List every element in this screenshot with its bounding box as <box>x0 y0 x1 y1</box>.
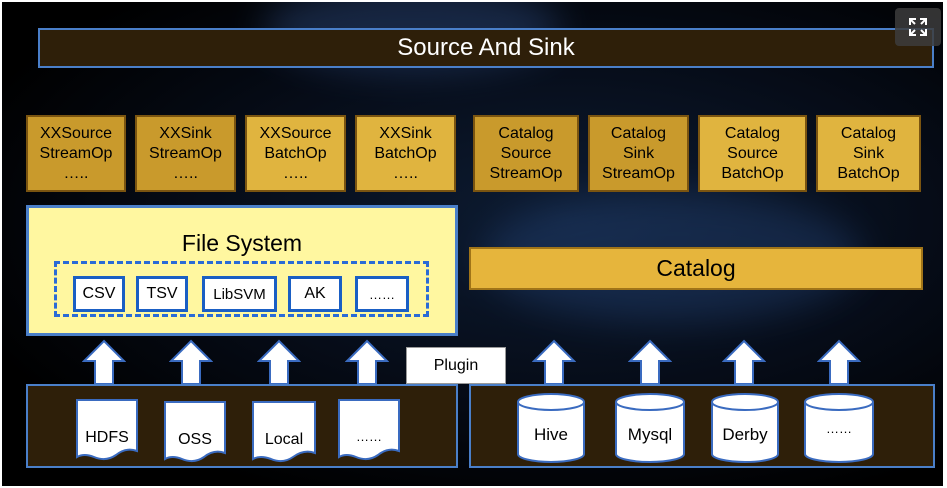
op-line: ….. <box>283 164 308 182</box>
database-more: …… <box>803 392 875 464</box>
database-derby: Derby <box>710 392 780 464</box>
op-line: XXSink <box>159 124 212 142</box>
op-box-catalog-source-streamop: Catalog Source StreamOp <box>473 115 579 192</box>
document-icon <box>164 401 226 463</box>
database-icon <box>517 393 585 463</box>
op-box-xxsink-streamop: XXSink StreamOp ….. <box>135 115 236 192</box>
catalog-label: Catalog <box>656 255 736 281</box>
op-line: XXSource <box>259 124 332 142</box>
database-label: Hive <box>533 425 568 444</box>
expand-icon <box>909 18 927 36</box>
op-line: Source <box>500 144 552 162</box>
arrow-up-icon <box>722 339 766 385</box>
op-line: StreamOp <box>149 144 222 162</box>
op-line: BatchOp <box>264 144 327 162</box>
storage-hdfs: HDFS <box>76 399 138 463</box>
op-line: ….. <box>393 164 418 182</box>
op-line: XXSource <box>39 124 113 142</box>
arrow-up-icon <box>532 339 576 385</box>
op-box-xxsource-streamop: XXSource StreamOp ….. <box>26 115 126 192</box>
op-box-xxsink-batchop: XXSink BatchOp ….. <box>355 115 456 192</box>
arrow-up-icon <box>345 339 389 385</box>
op-line: Catalog <box>498 124 554 142</box>
storage-local: Local <box>252 401 316 465</box>
op-line: Sink <box>622 144 655 162</box>
op-line: Catalog <box>724 124 781 142</box>
document-icon <box>76 399 138 461</box>
op-box-catalog-sink-streamop: Catalog Sink StreamOp <box>588 115 689 192</box>
arrow-up-icon <box>257 339 301 385</box>
file-system-title: File System <box>181 230 303 256</box>
database-label: Mysql <box>627 425 673 444</box>
database-icon <box>711 393 779 463</box>
op-line: BatchOp <box>721 164 784 182</box>
op-line: BatchOp <box>374 144 437 162</box>
source-and-sink-label: Source And Sink <box>397 34 575 61</box>
storage-label: …… <box>356 429 382 444</box>
document-icon <box>252 401 316 463</box>
plugin-label-box: Plugin <box>406 347 506 384</box>
catalog-bar: Catalog <box>469 247 923 290</box>
op-line: Catalog <box>610 124 667 142</box>
arrow-up-icon <box>628 339 672 385</box>
database-label: Derby <box>722 425 768 444</box>
format-more: …… <box>355 276 409 312</box>
op-line: XXSink <box>379 124 432 142</box>
op-box-catalog-sink-batchop: Catalog Sink BatchOp <box>816 115 921 192</box>
op-box-catalog-source-batchop: Catalog Source BatchOp <box>698 115 807 192</box>
format-csv: CSV <box>73 276 125 312</box>
op-line: StreamOp <box>489 164 563 182</box>
op-line: ….. <box>63 164 89 182</box>
database-icon <box>615 393 685 463</box>
op-line: StreamOp <box>39 144 113 162</box>
op-line: Source <box>727 144 778 162</box>
format-group <box>54 261 429 317</box>
op-line: BatchOp <box>837 164 900 182</box>
document-icon <box>338 399 400 461</box>
format-ak: AK <box>288 276 342 312</box>
fullscreen-button[interactable] <box>895 8 941 46</box>
format-tsv: TSV <box>136 276 188 312</box>
storage-label: HDFS <box>85 429 129 446</box>
op-line: StreamOp <box>602 164 675 182</box>
file-system-box: File System CSV TSV LibSVM AK …… <box>26 205 458 336</box>
arrow-up-icon <box>169 339 213 385</box>
arrow-up-icon <box>82 339 126 385</box>
database-icon <box>804 393 874 463</box>
storage-label: Local <box>264 431 304 448</box>
op-line: Catalog <box>840 124 897 142</box>
storage-oss: OSS <box>164 401 226 465</box>
op-box-xxsource-batchop: XXSource BatchOp ….. <box>245 115 346 192</box>
op-line: Sink <box>852 144 885 162</box>
database-hive: Hive <box>516 392 586 464</box>
storage-more: …… <box>338 399 400 463</box>
format-libsvm: LibSVM <box>202 276 277 312</box>
storage-label: OSS <box>178 431 212 448</box>
arrow-up-icon <box>817 339 861 385</box>
database-label: …… <box>826 421 852 436</box>
op-line: ….. <box>173 164 198 182</box>
database-mysql: Mysql <box>614 392 686 464</box>
source-and-sink-bar: Source And Sink <box>38 28 934 68</box>
plugin-label: Plugin <box>433 356 479 374</box>
